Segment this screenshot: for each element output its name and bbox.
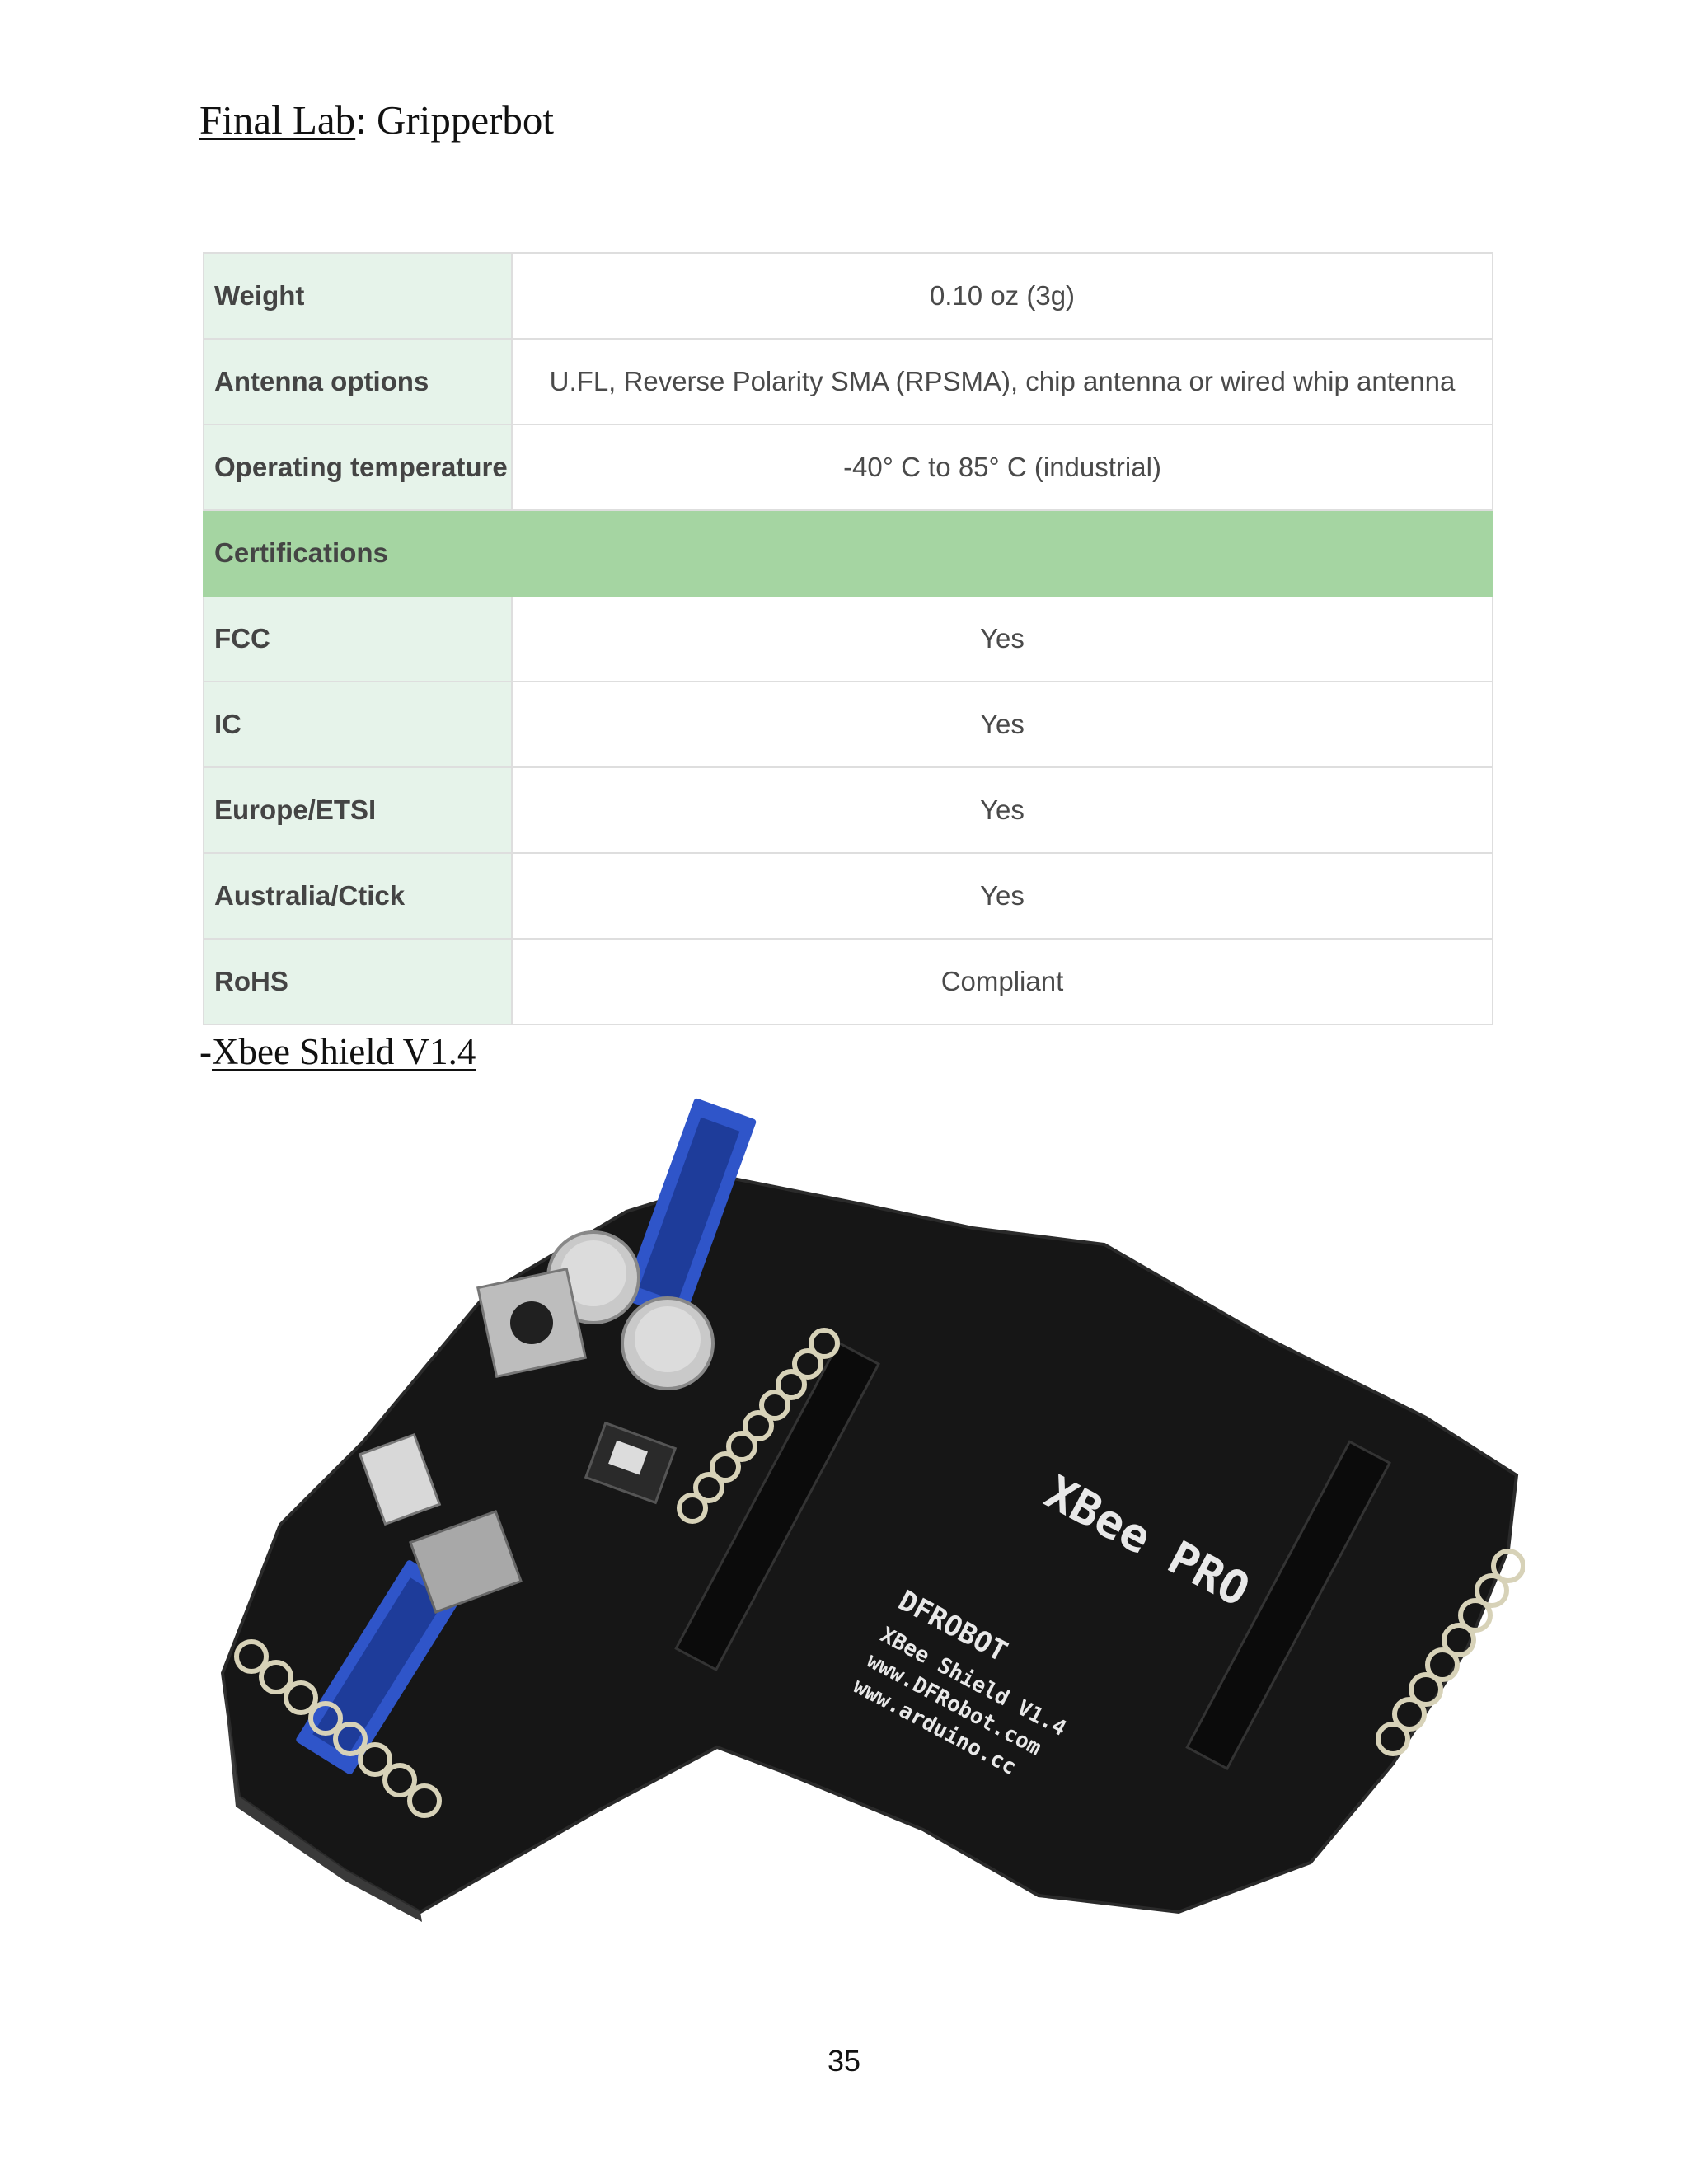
table-row: Antenna options U.FL, Reverse Polarity S… <box>203 338 1493 425</box>
subheading-text: Xbee Shield V1.4 <box>212 1031 476 1072</box>
row-value: Yes <box>511 766 1493 854</box>
row-label: Antenna options <box>203 338 513 425</box>
heading-separator: : <box>355 97 377 143</box>
capacitor <box>621 1296 715 1390</box>
row-value: U.FL, Reverse Polarity SMA (RPSMA), chip… <box>511 338 1493 425</box>
reset-button-component <box>476 1267 588 1379</box>
table-row: Australia/Ctick Yes <box>203 852 1493 940</box>
switch-component <box>358 1432 523 1615</box>
pin-pads-left <box>234 1639 442 1818</box>
voltage-regulator <box>584 1421 678 1505</box>
lab-title: Gripperbot <box>377 97 555 143</box>
table-row: Weight 0.10 oz (3g) <box>203 252 1493 340</box>
row-label: Operating temperature <box>203 424 513 511</box>
row-label: FCC <box>203 595 513 682</box>
page-heading: Final Lab: Gripperbot <box>199 92 554 148</box>
pin-pads-center <box>677 1328 840 1524</box>
lab-label: Final Lab <box>199 97 356 143</box>
row-label: RoHS <box>203 938 513 1025</box>
row-label: Weight <box>203 252 513 340</box>
blue-header-top <box>622 1098 757 1321</box>
page-number: 35 <box>827 2044 861 2078</box>
row-label: IC <box>203 681 513 768</box>
xbee-shield-photo: DFROBOT XBee Shield V1.4 www.DFRobot.com… <box>220 1098 1525 1922</box>
table-row: RoHS Compliant <box>203 938 1493 1025</box>
row-label: Australia/Ctick <box>203 852 513 940</box>
table-row: IC Yes <box>203 681 1493 768</box>
table-row: Europe/ETSI Yes <box>203 766 1493 854</box>
subheading-prefix: - <box>199 1031 212 1072</box>
pin-pads-right <box>1376 1549 1525 1756</box>
xbee-shield-subheading: -Xbee Shield V1.4 <box>199 1027 476 1076</box>
row-value: Yes <box>511 681 1493 768</box>
table-row: Operating temperature -40° C to 85° C (i… <box>203 424 1493 511</box>
row-value: Yes <box>511 595 1493 682</box>
row-value: -40° C to 85° C (industrial) <box>511 424 1493 511</box>
row-value: Compliant <box>511 938 1493 1025</box>
xbee-socket-right <box>1185 1440 1391 1771</box>
row-value: Yes <box>511 852 1493 940</box>
table-row: FCC Yes <box>203 595 1493 682</box>
row-label: Europe/ETSI <box>203 766 513 854</box>
section-title: Certifications <box>203 509 1493 597</box>
spec-table: Weight 0.10 oz (3g) Antenna options U.FL… <box>203 252 1493 1025</box>
xbee-socket-left <box>674 1341 880 1672</box>
row-value: 0.10 oz (3g) <box>511 252 1493 340</box>
section-row-certifications: Certifications <box>203 509 1493 597</box>
